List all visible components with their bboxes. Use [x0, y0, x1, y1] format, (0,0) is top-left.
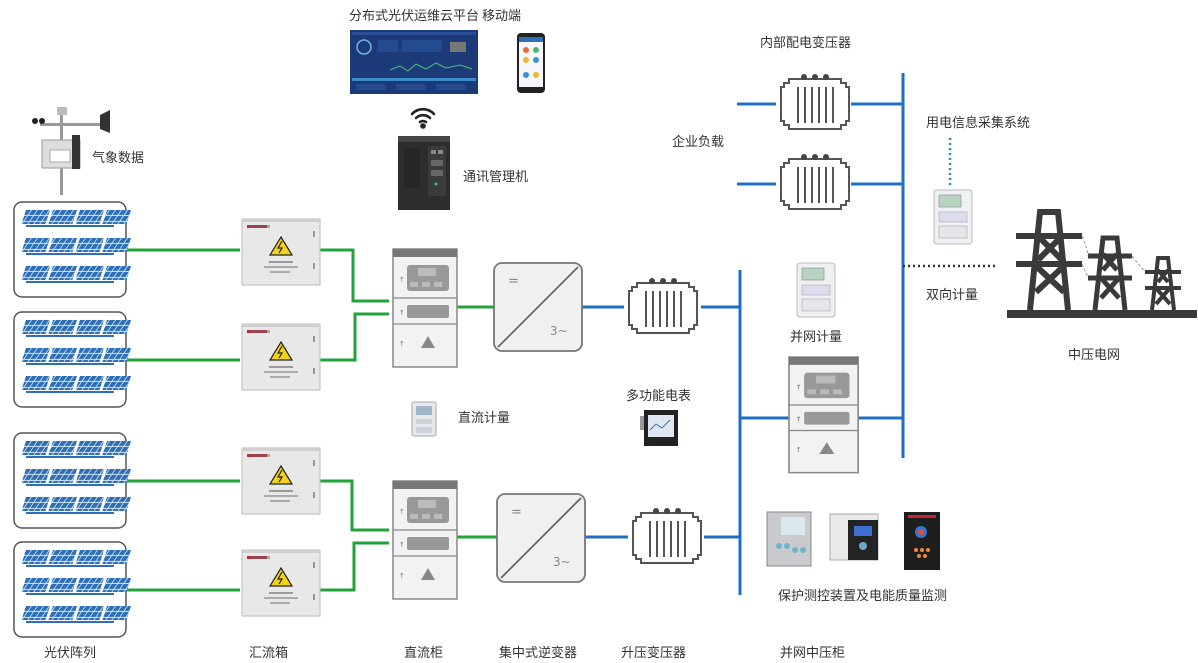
- protection-device-3[interactable]: [904, 512, 940, 570]
- pv-array-3[interactable]: [14, 433, 131, 528]
- protection-device-1[interactable]: [766, 511, 812, 567]
- power-towers-icon[interactable]: [1007, 209, 1197, 318]
- dc-line-combiner-2: [320, 312, 389, 362]
- combiner-box-3[interactable]: [241, 447, 321, 515]
- gateway-label: 通讯管理机: [463, 170, 528, 185]
- acquisition-system-label: 用电信息采集系统: [926, 115, 1030, 131]
- dc-cabinet-2[interactable]: [392, 480, 458, 600]
- mv-grid-label: 中压电网: [1068, 348, 1120, 363]
- mobile-app-screenshot[interactable]: [517, 33, 545, 93]
- wifi-icon: [410, 107, 436, 129]
- bottom-label-combiner-box: 汇流箱: [249, 645, 288, 661]
- pv-array-1[interactable]: [14, 202, 131, 297]
- pv-array-2[interactable]: [14, 312, 131, 407]
- communication-gateway-device[interactable]: [398, 136, 450, 210]
- multifunction-meter-label: 多功能电表: [626, 388, 691, 404]
- mv-grid-cabinet[interactable]: [788, 356, 859, 474]
- dc-wiring: [126, 248, 497, 592]
- combiner-box-4[interactable]: [241, 549, 321, 617]
- bottom-label-central-inverter: 集中式逆变器: [499, 645, 577, 661]
- weather-station-device[interactable]: [32, 107, 110, 195]
- inverter-dc-symbol: =: [511, 505, 522, 520]
- bottom-label-step-up-transformer: 升压变压器: [621, 645, 686, 661]
- protection-device-2[interactable]: [829, 513, 879, 561]
- acquisition-meter-device[interactable]: [933, 189, 973, 245]
- central-inverter-2[interactable]: = 3~: [496, 493, 586, 583]
- grid-metering-label: 并网计量: [790, 330, 842, 345]
- cloud-platform-title: 分布式光伏运维云平台: [349, 9, 479, 24]
- bottom-label-dc-cabinet: 直流柜: [404, 646, 443, 661]
- dc-line-combiner-4: [320, 541, 389, 592]
- bottom-label-pv-array: 光伏阵列: [44, 646, 96, 661]
- dc-meter-device[interactable]: [411, 401, 437, 437]
- central-inverter-1[interactable]: = 3~: [493, 262, 583, 352]
- bottom-label-mv-cabinet: 并网中压柜: [780, 646, 845, 661]
- dc-cabinet-1[interactable]: [392, 248, 458, 368]
- inverter-ac-symbol: 3~: [550, 324, 568, 338]
- combiner-box-1[interactable]: [241, 218, 321, 286]
- internal-transformer-2[interactable]: [780, 153, 850, 210]
- step-up-transformer-2[interactable]: [632, 507, 702, 564]
- pv-array-4[interactable]: [14, 542, 131, 637]
- mobile-title: 移动端: [482, 9, 521, 24]
- multifunction-meter-device[interactable]: [640, 410, 678, 446]
- enterprise-load-label: 企业负载: [672, 134, 724, 150]
- weather-label: 气象数据: [92, 150, 144, 166]
- bidirectional-metering-label: 双向计量: [926, 287, 978, 303]
- protection-label: 保护测控装置及电能质量监测: [778, 589, 947, 604]
- combiner-box-2[interactable]: [241, 323, 321, 391]
- inverter-dc-symbol: =: [508, 274, 519, 289]
- step-up-transformer-1[interactable]: [628, 277, 698, 334]
- dc-metering-label: 直流计量: [458, 411, 510, 426]
- internal-transformer-label: 内部配电变压器: [760, 35, 851, 51]
- dc-line-combiner-3: [320, 479, 389, 532]
- grid-meter-device[interactable]: [796, 262, 836, 318]
- cloud-dashboard-screenshot[interactable]: [350, 30, 478, 94]
- dc-line-combiner-1: [320, 248, 389, 303]
- inverter-ac-symbol: 3~: [553, 555, 571, 569]
- internal-transformer-1[interactable]: [780, 73, 850, 130]
